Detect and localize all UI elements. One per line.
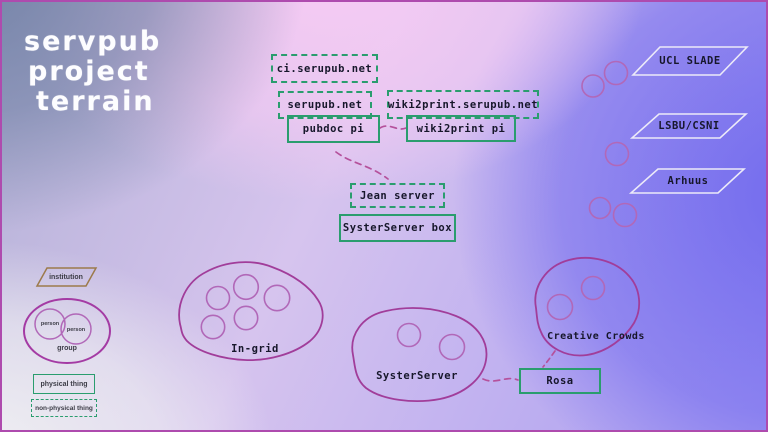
page-title-line-1: servpub xyxy=(24,26,162,57)
page-title-line-2: project xyxy=(28,56,150,87)
person-circle xyxy=(396,322,422,348)
legend-label-person: person xyxy=(66,327,86,333)
connector-pubdoc-to-wiki2print xyxy=(379,125,407,130)
legend-label-person: person xyxy=(40,321,60,327)
person-circle xyxy=(603,60,629,86)
group-blob-systerserver xyxy=(351,307,488,402)
person-circle xyxy=(581,74,605,98)
node-jean-server: Jean server xyxy=(350,183,445,208)
connector-systerserver-to-rosa xyxy=(482,377,519,382)
group-label-creative-crowds: Creative Crowds xyxy=(547,330,645,342)
legend-box-non-physical-thing: non-physical thing xyxy=(31,399,97,417)
institution-label-arhuus: Arhuus xyxy=(667,175,709,187)
person-circle xyxy=(263,284,291,312)
page-title-line-3: terrain xyxy=(36,86,155,117)
node-wiki2print-serupub-net: wiki2print.serupub.net xyxy=(387,90,539,119)
node-systerserver-box: SysterServer box xyxy=(339,214,456,242)
institution-label-lsbu-csni: LSBU/CSNI xyxy=(658,120,720,132)
node-pubdoc-pi: pubdoc pi xyxy=(287,115,380,143)
group-blob-creative-crowds xyxy=(534,256,640,357)
person-circle xyxy=(546,293,574,321)
institution-parallelogram-ucl-slade xyxy=(631,46,749,76)
group-blob-in-grid xyxy=(178,261,324,361)
legend-label-institution: institution xyxy=(49,273,83,281)
legend-group-ellipse xyxy=(23,298,111,364)
legend-box-physical-thing: physical thing xyxy=(33,374,95,394)
connector-pubdoc-to-jean-server xyxy=(335,151,389,180)
group-label-in-grid: In-grid xyxy=(231,343,279,355)
node-wiki2print-pi: wiki2print pi xyxy=(406,115,516,142)
person-circle xyxy=(233,305,259,331)
person-circle xyxy=(205,285,231,311)
person-circle xyxy=(200,314,226,340)
institution-parallelogram-arhuus xyxy=(628,168,747,194)
node-ci-serupub-net: ci.serupub.net xyxy=(271,54,378,83)
legend-person-circle xyxy=(34,308,66,340)
person-circle xyxy=(580,275,606,301)
person-circle xyxy=(438,333,466,361)
connector-creative-crowds-to-rosa xyxy=(542,350,556,368)
group-label-systerserver: SysterServer xyxy=(376,370,458,382)
institution-label-ucl-slade: UCL SLADE xyxy=(659,55,721,67)
legend-person-circle xyxy=(60,313,92,345)
person-circle xyxy=(612,202,638,228)
legend-label-group: group xyxy=(57,345,77,352)
person-circle xyxy=(232,273,260,301)
institution-parallelogram-lsbu-csni xyxy=(629,113,749,139)
legend-institution-parallelogram xyxy=(35,267,98,287)
person-circle xyxy=(588,196,612,220)
node-serupub-net: serupub.net xyxy=(278,91,372,119)
node-rosa: Rosa xyxy=(519,368,601,394)
person-circle xyxy=(604,141,630,167)
